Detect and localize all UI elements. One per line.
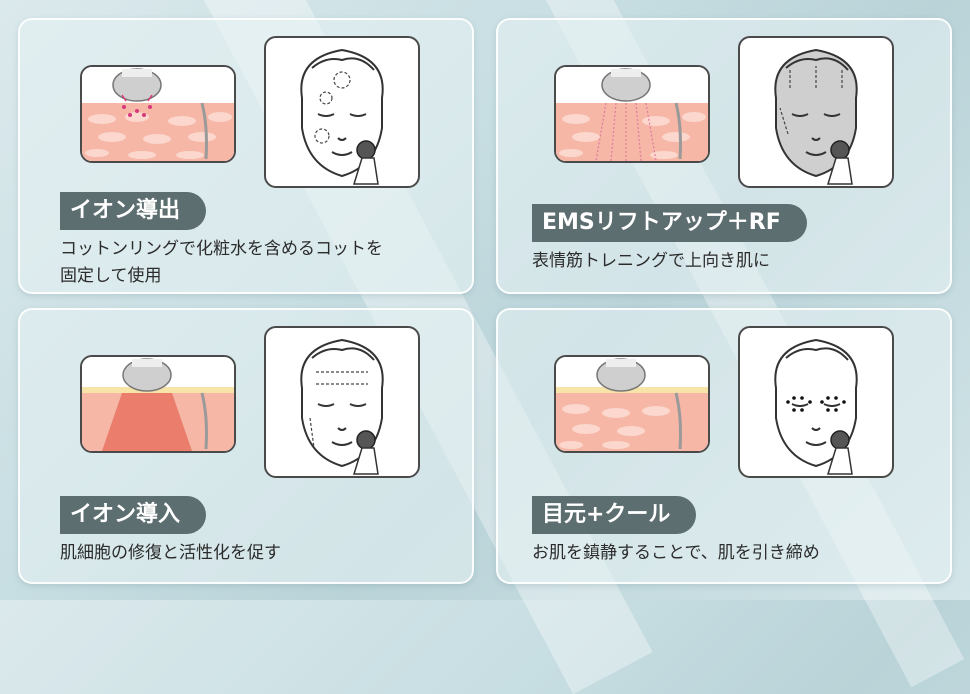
panel-title-ion-in: イオン導入 [60, 496, 207, 534]
skin-diagram-ion-out [80, 65, 236, 163]
desc-line: お肌を鎮静することで、肌を引き締め [532, 543, 820, 563]
panel-desc-ion-out: コットンリングで化粧水を含めるコットを 固定して使用 [60, 236, 383, 290]
panel-eye-cool: 目元+クール お肌を鎮静することで、肌を引き締め [496, 308, 952, 584]
panel-title-eye-cool: 目元+クール [532, 496, 697, 534]
panel-desc-ems: 表情筋トレニングで上向き肌に [532, 248, 770, 275]
desc-line: 表情筋トレニングで上向き肌に [532, 251, 770, 271]
panel-ion-out: イオン導出 コットンリングで化粧水を含めるコットを 固定して使用 [18, 18, 474, 294]
face-illustration-ion-in [264, 326, 420, 478]
skin-diagram-eye-cool [554, 355, 710, 453]
panel-desc-eye-cool: お肌を鎮静することで、肌を引き締め [532, 540, 820, 567]
desc-line: コットンリングで化粧水を含めるコットを [60, 239, 383, 259]
panel-title-ems: EMSリフトアップ＋RF [532, 204, 807, 242]
face-illustration-ems [738, 36, 894, 188]
panel-ems-lift: EMSリフトアップ＋RF 表情筋トレニングで上向き肌に [496, 18, 952, 294]
panel-ion-in: イオン導入 肌細胞の修復と活性化を促す [18, 308, 474, 584]
skin-diagram-ems [554, 65, 710, 163]
panel-desc-ion-in: 肌細胞の修復と活性化を促す [60, 540, 281, 567]
face-illustration-ion-out [264, 36, 420, 188]
desc-line: 肌細胞の修復と活性化を促す [60, 543, 281, 563]
panel-title-ion-out: イオン導出 [60, 192, 207, 230]
desc-line: 固定して使用 [60, 266, 162, 286]
face-illustration-eye-cool [738, 326, 894, 478]
skin-diagram-ion-in [80, 355, 236, 453]
